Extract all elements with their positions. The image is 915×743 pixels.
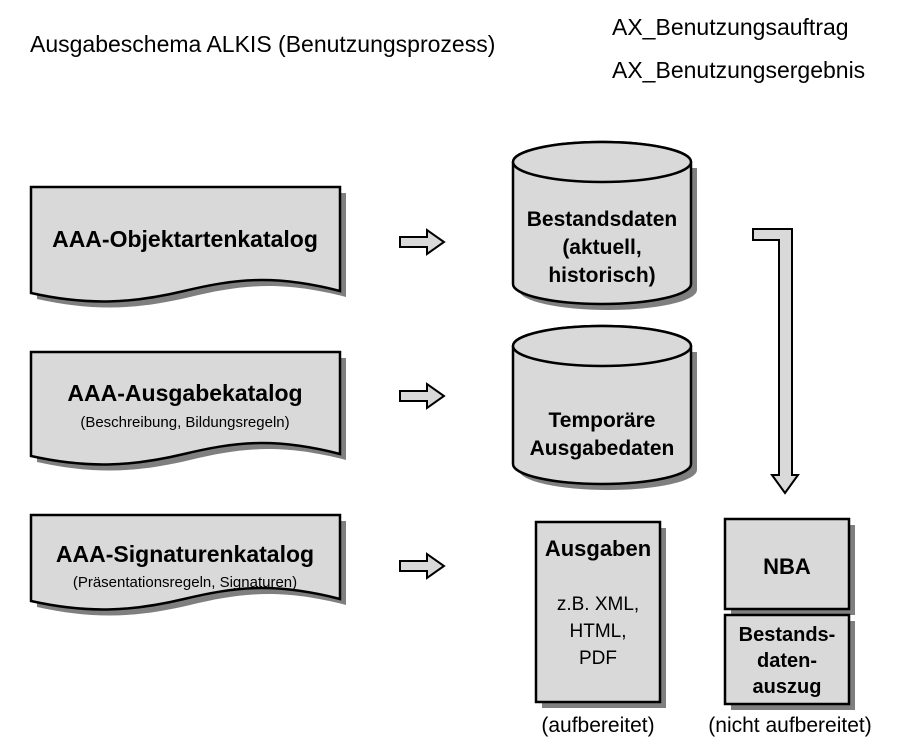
ausgaben-title: Ausgaben — [545, 536, 651, 561]
catalog-objektarten-title: AAA-Objektartenkatalog — [52, 226, 318, 252]
ausgaben-line-1: z.B. XML, — [557, 594, 639, 615]
nba-box: NBA — [723, 517, 855, 615]
ausgaben-box: Ausgaben z.B. XML, HTML, PDF — [534, 520, 666, 708]
catalog-objektarten: AAA-Objektartenkatalog — [29, 185, 346, 308]
ausgaben-line-2: HTML, — [570, 621, 627, 642]
bestand-line-1: Bestandsdaten — [527, 208, 678, 231]
catalog-signaturen-subtitle: (Präsentationsregeln, Signaturen) — [73, 574, 297, 591]
catalog-signaturen-title: AAA-Signaturenkatalog — [56, 541, 314, 567]
arrow-bestand-to-nba — [752, 228, 800, 495]
header-benutzungsergebnis: AX_Benutzungsergebnis — [612, 57, 865, 83]
catalog-ausgabe-title: AAA-Ausgabekatalog — [67, 380, 302, 406]
nba-caption: (nicht aufbereitet) — [708, 714, 871, 737]
bestand-line-3: historisch) — [548, 264, 655, 287]
ausgaben-caption: (aufbereitet) — [541, 714, 654, 737]
auszug-line-2: daten- — [757, 650, 817, 672]
temporaer-line-2: Ausgabedaten — [530, 437, 675, 460]
diagram-title: Ausgabeschema ALKIS (Benutzungsprozess) — [30, 31, 495, 57]
datastore-temporaere-ausgabedaten: Temporäre Ausgabedaten — [511, 324, 697, 490]
auszug-line-1: Bestands- — [739, 624, 836, 646]
nba-title: NBA — [763, 554, 811, 579]
auszug-line-3: auszug — [753, 676, 822, 698]
catalog-ausgabe-subtitle: (Beschreibung, Bildungsregeln) — [80, 414, 289, 431]
temporaer-line-1: Temporäre — [549, 409, 656, 432]
header-benutzungsauftrag: AX_Benutzungsauftrag — [612, 14, 849, 40]
bestandsdatenauszug-box: Bestands- daten- auszug — [723, 613, 855, 710]
ausgaben-line-3: PDF — [579, 648, 617, 669]
catalog-signaturen: AAA-Signaturenkatalog (Präsentationsrege… — [29, 513, 346, 616]
datastore-bestandsdaten: Bestandsdaten (aktuell, historisch) — [511, 140, 697, 310]
arrow-objektarten-to-bestand — [399, 228, 446, 256]
arrow-ausgabe-to-temporaer — [399, 382, 446, 410]
catalog-ausgabe: AAA-Ausgabekatalog (Beschreibung, Bildun… — [29, 350, 346, 471]
arrow-signaturen-to-ausgaben — [399, 552, 446, 580]
bestand-line-2: (aktuell, — [562, 236, 641, 259]
